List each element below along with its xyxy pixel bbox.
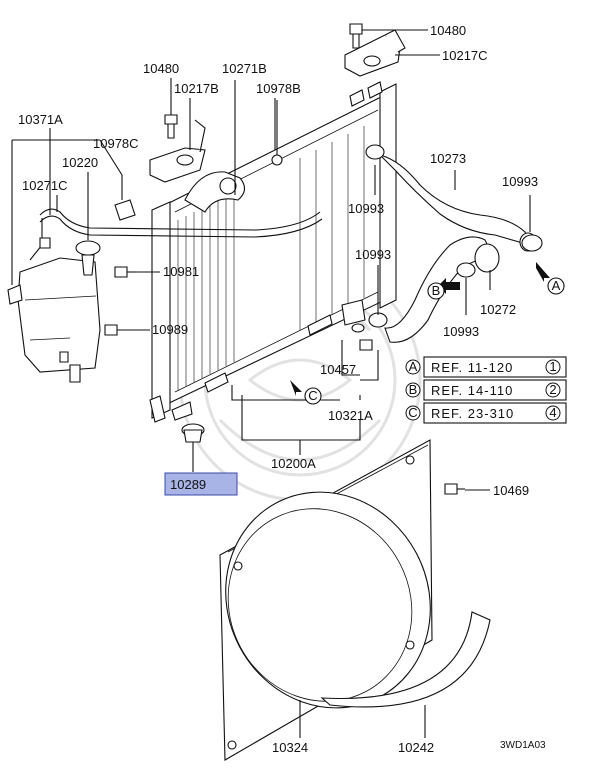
label-10272[interactable]: 10272 (480, 302, 516, 317)
svg-text:B: B (409, 382, 418, 397)
label-10993-a[interactable]: 10993 (502, 174, 538, 189)
radiator-cap-10289[interactable] (181, 423, 205, 443)
bolt-10469[interactable] (444, 483, 465, 495)
label-10989[interactable]: 10989 (152, 322, 188, 337)
label-10978B[interactable]: 10978B (256, 81, 301, 96)
label-10469[interactable]: 10469 (493, 483, 529, 498)
callout-A: A (547, 277, 565, 295)
label-10217C[interactable]: 10217C (442, 48, 488, 63)
reference-legend: A REF. 11-120 1 B REF. 14-110 2 C REF. 2… (405, 356, 567, 424)
label-10993-d[interactable]: 10993 (443, 324, 479, 339)
shroud-seal-10242[interactable] (320, 611, 491, 708)
reservoir-hose-10271C[interactable] (29, 208, 323, 261)
leader-lines (11, 29, 531, 738)
upper-radiator-tank-hose[interactable] (184, 171, 246, 213)
label-10273[interactable]: 10273 (430, 151, 466, 166)
label-10981[interactable]: 10981 (163, 264, 199, 279)
label-10242[interactable]: 10242 (398, 740, 434, 755)
screw-10989[interactable] (104, 324, 118, 336)
outlet-pipe (341, 299, 366, 326)
callout-B: B (427, 282, 445, 300)
radiator-core-hatch (177, 126, 365, 390)
label-10271B[interactable]: 10271B (222, 61, 267, 76)
svg-text:1: 1 (549, 359, 556, 374)
svg-text:2: 2 (549, 382, 556, 397)
clip-10978B[interactable] (271, 100, 283, 166)
fan-shroud-10324[interactable] (188, 439, 468, 761)
reference-row-C[interactable]: C REF. 23-310 4 (405, 402, 567, 424)
drain-plug-fitting[interactable] (204, 314, 333, 393)
label-10324[interactable]: 10324 (272, 740, 308, 755)
bolt-10480-left[interactable] (164, 114, 178, 139)
svg-text:10289: 10289 (170, 477, 206, 492)
reference-row-A[interactable]: A REF. 11-120 1 (405, 356, 567, 378)
label-10371A[interactable]: 10371A (18, 112, 63, 127)
svg-text:4: 4 (549, 405, 556, 420)
svg-text:REF. 11-120: REF. 11-120 (431, 360, 513, 375)
label-10321A[interactable]: 10321A (328, 408, 373, 423)
highlighted-part-10289[interactable]: 10289 (164, 472, 238, 496)
clip-10978C[interactable] (114, 199, 136, 221)
reservoir-cap-10220[interactable] (75, 240, 101, 276)
drawing-code: 3WD1A03 (500, 740, 546, 751)
label-10220[interactable]: 10220 (62, 155, 98, 170)
hose-clamp-10993-upper-left[interactable] (365, 144, 385, 160)
svg-text:A: A (409, 359, 418, 374)
label-10457[interactable]: 10457 (320, 362, 356, 377)
label-10978C[interactable]: 10978C (93, 136, 139, 151)
part-labels: 10480 10217C 10480 10271B 10217B 10978B … (18, 23, 538, 755)
svg-text:B: B (432, 283, 441, 298)
reservoir-tank[interactable] (7, 257, 101, 383)
bolt-10480-top[interactable] (349, 23, 363, 49)
svg-text:C: C (408, 405, 417, 420)
hose-clamp-10993-upper-right[interactable] (521, 234, 543, 252)
label-10480-left[interactable]: 10480 (143, 61, 179, 76)
svg-text:REF. 23-310: REF. 23-310 (431, 406, 514, 421)
label-10993-b[interactable]: 10993 (348, 201, 384, 216)
bracket-10217B[interactable] (149, 119, 206, 183)
svg-text:C: C (308, 388, 317, 403)
label-10993-c[interactable]: 10993 (355, 247, 391, 262)
drain-plug-10457[interactable] (351, 323, 373, 351)
screw-10981[interactable] (114, 266, 135, 278)
reference-row-B[interactable]: B REF. 14-110 2 (405, 379, 567, 401)
label-10217B[interactable]: 10217B (174, 81, 219, 96)
bracket-10217C[interactable] (344, 29, 406, 77)
svg-text:3WD1A03: 3WD1A03 (500, 740, 546, 751)
hose-clamp-10993-lower-left[interactable] (368, 312, 388, 328)
callout-C: C (304, 387, 322, 405)
hose-clamp-10993-lower-right[interactable] (456, 262, 476, 278)
label-10200A[interactable]: 10200A (271, 456, 316, 471)
svg-text:A: A (552, 278, 561, 293)
label-10271C[interactable]: 10271C (22, 178, 68, 193)
label-10480-top[interactable]: 10480 (430, 23, 466, 38)
upper-radiator-hose-10273[interactable] (378, 153, 537, 252)
svg-text:REF. 14-110: REF. 14-110 (431, 383, 513, 398)
